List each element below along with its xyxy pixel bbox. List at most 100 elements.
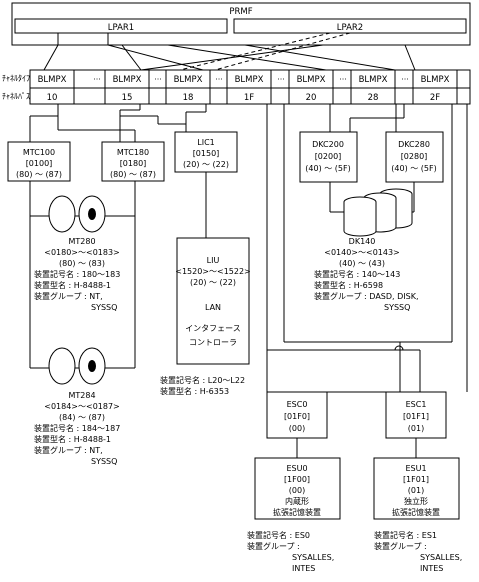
channel-type-28: BLMPX (359, 75, 388, 85)
channel-path-id-1F: 1F (244, 93, 254, 103)
svg-text:DKC200: DKC200 (312, 140, 344, 149)
svg-text:LAN: LAN (205, 303, 221, 312)
svg-text:拡張記憶装置: 拡張記憶装置 (392, 507, 440, 517)
dk140-disk-unit: DK140 <0140>～<0143> (40) ～ (43) 装置記号名 : … (314, 182, 419, 312)
svg-text:(00): (00) (289, 424, 305, 433)
liu-unit: LIU <1520>～<1522> (20) ～ (22) LAN インタフェー… (160, 172, 251, 396)
mt280-tape-unit: MT280 <0180>～<0183> (80) ～ (83) 装置記号名 : … (29, 181, 136, 368)
svg-text:[0200]: [0200] (315, 152, 342, 161)
svg-text:コントローラ: コントローラ (189, 338, 237, 347)
svg-text:装置記号名 : 184～187: 装置記号名 : 184～187 (34, 423, 120, 433)
esu1-storage: ESU1 [1F01] (01) 独立形 拡張記憶装置 (373, 457, 460, 520)
channel-type-18: BLMPX (174, 75, 203, 85)
dkc280-controller: DKC280 [0280] (40) ～ (5F) (385, 131, 444, 183)
svg-text:装置グループ :: 装置グループ : (374, 541, 427, 551)
esc-wiring (266, 341, 452, 393)
svg-text:MT284: MT284 (68, 391, 95, 400)
svg-text:SYSALLES,: SYSALLES, (420, 553, 462, 562)
svg-text:(20) ～ (22): (20) ～ (22) (190, 278, 236, 287)
svg-text:MTC100: MTC100 (23, 148, 55, 157)
channel-path-id-2F: 2F (430, 93, 440, 103)
svg-text:(01): (01) (408, 486, 424, 495)
channel-type-1F: BLMPX (235, 75, 264, 85)
svg-text:SYSSQ: SYSSQ (91, 457, 117, 466)
channel-type-15: BLMPX (113, 75, 142, 85)
channel-table (29, 69, 471, 105)
channel-separator: ··· (215, 75, 223, 84)
channel-path-id-18: 18 (183, 93, 194, 103)
svg-text:インタフェース: インタフェース (185, 324, 241, 333)
svg-text:拡張記憶装置: 拡張記憶装置 (273, 507, 321, 517)
svg-text:装置グループ :: 装置グループ : (247, 541, 300, 551)
svg-text:(00): (00) (289, 486, 305, 495)
svg-text:[01F1]: [01F1] (403, 412, 429, 421)
svg-text:[0100]: [0100] (26, 159, 53, 168)
svg-text:装置記号名 : 140～143: 装置記号名 : 140～143 (314, 269, 400, 279)
svg-text:[01F0]: [01F0] (284, 412, 310, 421)
svg-text:ESU0: ESU0 (286, 464, 307, 473)
svg-text:DKC280: DKC280 (398, 140, 430, 149)
esu0-storage: ESU0 [1F00] (00) 内蔵形 拡張記憶装置 (254, 457, 341, 520)
svg-text:(80) ～ (87): (80) ～ (87) (110, 170, 156, 179)
prmf-label: PRMF (229, 7, 252, 17)
channel-path-id-28: 28 (368, 93, 379, 103)
svg-text:(84) ～ (87): (84) ～ (87) (59, 413, 105, 422)
svg-text:[0180]: [0180] (120, 159, 147, 168)
svg-text:独立形: 独立形 (404, 496, 428, 506)
svg-text:装置型名 : H-8488-1: 装置型名 : H-8488-1 (34, 280, 111, 290)
mtc180-controller: MTC180 [0180] (80) ～ (87) (101, 141, 165, 182)
mt280-reel-1 (48, 195, 76, 233)
svg-text:LIC1: LIC1 (197, 138, 215, 147)
channel-path-id-15: 15 (122, 93, 133, 103)
svg-text:SYSSQ: SYSSQ (384, 303, 410, 312)
svg-text:<0180>～<0183>: <0180>～<0183> (44, 248, 120, 257)
svg-text:<0184>～<0187>: <0184>～<0187> (44, 402, 120, 411)
svg-text:LIU: LIU (207, 256, 220, 265)
channel-cells: BLMPX10···BLMPX15···BLMPX18···BLMPX1F···… (38, 70, 458, 104)
svg-text:[1F01]: [1F01] (403, 475, 429, 484)
channel-path-label: ﾁｬﾈﾙﾊﾟｽID (2, 92, 39, 101)
channel-type-20: BLMPX (297, 75, 326, 85)
dkc200-controller: DKC200 [0200] (40) ～ (5F) (299, 131, 358, 183)
svg-text:DK140: DK140 (349, 237, 376, 246)
channel-separator: ··· (277, 75, 285, 84)
svg-text:(40) ～ (5F): (40) ～ (5F) (305, 164, 350, 173)
esu0-info: 装置記号名 : ES0 装置グループ : SYSALLES, INTES (247, 530, 334, 573)
lpar2-label: LPAR2 (337, 23, 363, 33)
svg-text:装置型名 : H-6598: 装置型名 : H-6598 (314, 280, 383, 290)
svg-text:MTC180: MTC180 (117, 148, 149, 157)
svg-text:ESC0: ESC0 (287, 400, 308, 409)
channel-separator: ··· (401, 75, 409, 84)
svg-text:(80) ～ (83): (80) ～ (83) (59, 259, 105, 268)
svg-text:(40) ～ (5F): (40) ～ (5F) (391, 164, 436, 173)
svg-text:装置型名 : H-6353: 装置型名 : H-6353 (160, 386, 229, 396)
channel-path-id-20: 20 (306, 93, 317, 103)
esu1-info: 装置記号名 : ES1 装置グループ : SYSALLES, INTES (374, 530, 462, 573)
svg-text:装置記号名 : L20～L22: 装置記号名 : L20～L22 (160, 375, 245, 385)
svg-text:(80) ～ (87): (80) ～ (87) (16, 170, 62, 179)
channel-separator: ··· (154, 75, 162, 84)
svg-text:SYSSQ: SYSSQ (91, 303, 117, 312)
lpar-channel-links (43, 32, 416, 71)
svg-text:装置グループ : DASD, DISK,: 装置グループ : DASD, DISK, (314, 291, 419, 301)
mt284-tape-unit: MT284 <0184>～<0187> (84) ～ (87) 装置記号名 : … (30, 347, 135, 466)
svg-text:(20) ～ (22): (20) ～ (22) (183, 160, 229, 169)
svg-text:MT280: MT280 (68, 237, 95, 246)
mt284-reel-1 (48, 347, 76, 385)
svg-text:装置記号名 : ES0: 装置記号名 : ES0 (247, 530, 310, 540)
svg-text:[0150]: [0150] (193, 149, 220, 158)
svg-text:SYSALLES,: SYSALLES, (292, 553, 334, 562)
svg-text:[1F00]: [1F00] (284, 475, 310, 484)
channel-type-10: BLMPX (38, 75, 67, 85)
lpar1-box (14, 18, 228, 34)
svg-text:ESC1: ESC1 (406, 400, 427, 409)
svg-text:(01): (01) (408, 424, 424, 433)
svg-text:装置型名 : H-8488-1: 装置型名 : H-8488-1 (34, 434, 111, 444)
svg-text:装置記号名 : 180～183: 装置記号名 : 180～183 (34, 269, 120, 279)
svg-text:装置グループ : NT,: 装置グループ : NT, (34, 291, 103, 301)
lpar1-label: LPAR1 (108, 23, 134, 33)
esc1-controller: ESC1 [01F1] (01) (385, 391, 447, 439)
channel-type-label: ﾁｬﾈﾙﾀｲﾌﾟ (2, 74, 34, 83)
svg-text:装置グループ : NT,: 装置グループ : NT, (34, 445, 103, 455)
